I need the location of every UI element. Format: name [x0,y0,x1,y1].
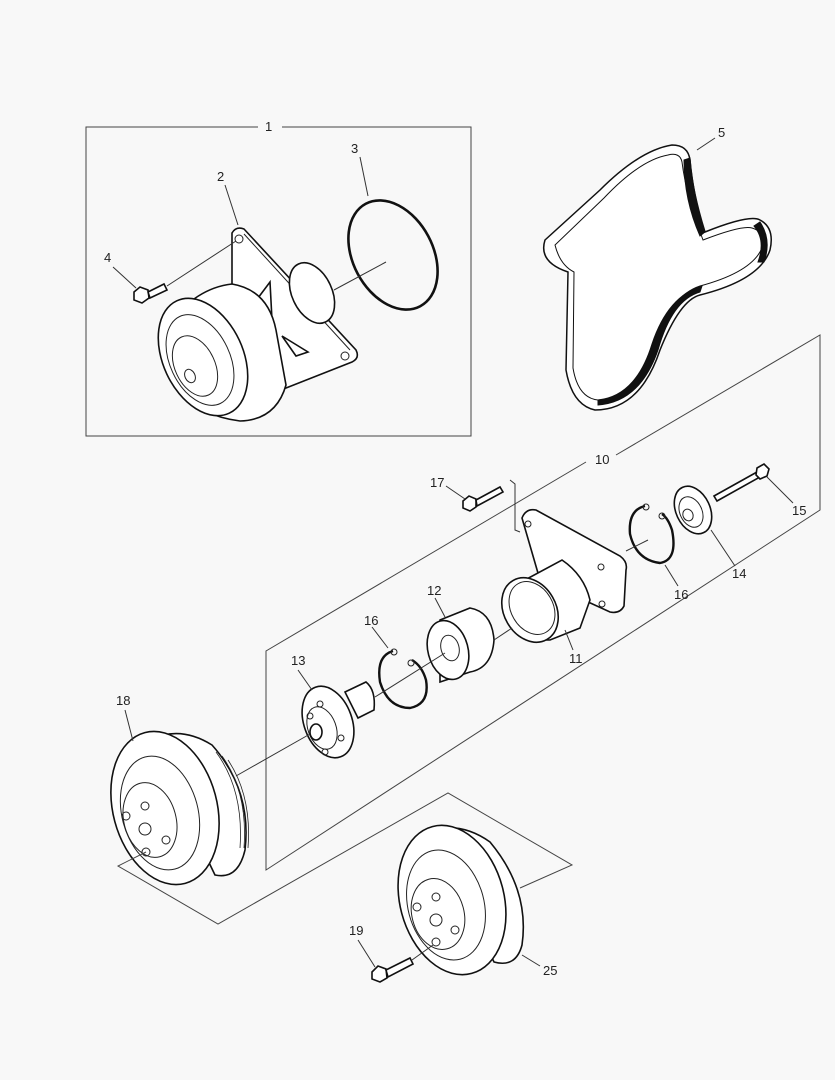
snap-ring-left-part[interactable]: 16 [364,613,446,710]
snap-ring-right-part[interactable]: 16 [625,503,688,602]
callout-18[interactable]: 18 [116,693,130,708]
callout-14[interactable]: 14 [732,566,746,581]
callout-12[interactable]: 12 [427,583,441,598]
bolt-17-part[interactable]: 17 [430,475,521,533]
housing-part[interactable]: 11 [490,508,628,666]
callout-10[interactable]: 10 [595,452,609,467]
water-pump-part[interactable]: 2 [141,169,359,430]
callout-19[interactable]: 19 [349,923,363,938]
bolt-19-part[interactable]: 19 [349,923,434,983]
bolt-15-part[interactable]: 15 [712,463,806,518]
pulley-18-part[interactable]: 18 [95,693,311,897]
assembly-frame-1: 1 [85,119,472,437]
callout-17[interactable]: 17 [430,475,444,490]
callout-16-left[interactable]: 16 [364,613,378,628]
callout-16-right[interactable]: 16 [674,587,688,602]
callout-3[interactable]: 3 [351,141,358,156]
pulley-25-part[interactable]: 25 [382,813,557,987]
cover-plate-part[interactable]: 14 [667,480,746,581]
pulley-alternate-frame [116,792,574,925]
callout-13[interactable]: 13 [291,653,305,668]
callout-2[interactable]: 2 [217,169,224,184]
callout-25[interactable]: 25 [543,963,557,978]
drive-belt-part[interactable]: 5 [543,125,772,411]
callout-11[interactable]: 11 [569,651,583,666]
callout-4[interactable]: 4 [104,250,111,265]
shaft-hub-part[interactable]: 13 [291,653,376,765]
o-ring-part[interactable]: 3 [330,141,455,325]
callout-1[interactable]: 1 [265,119,272,134]
bolt-4-part[interactable]: 4 [104,240,237,304]
assembly-frame-10: 10 [265,334,821,871]
callout-15[interactable]: 15 [792,503,806,518]
bearing-part[interactable]: 12 [421,583,513,684]
callout-5[interactable]: 5 [718,125,725,140]
